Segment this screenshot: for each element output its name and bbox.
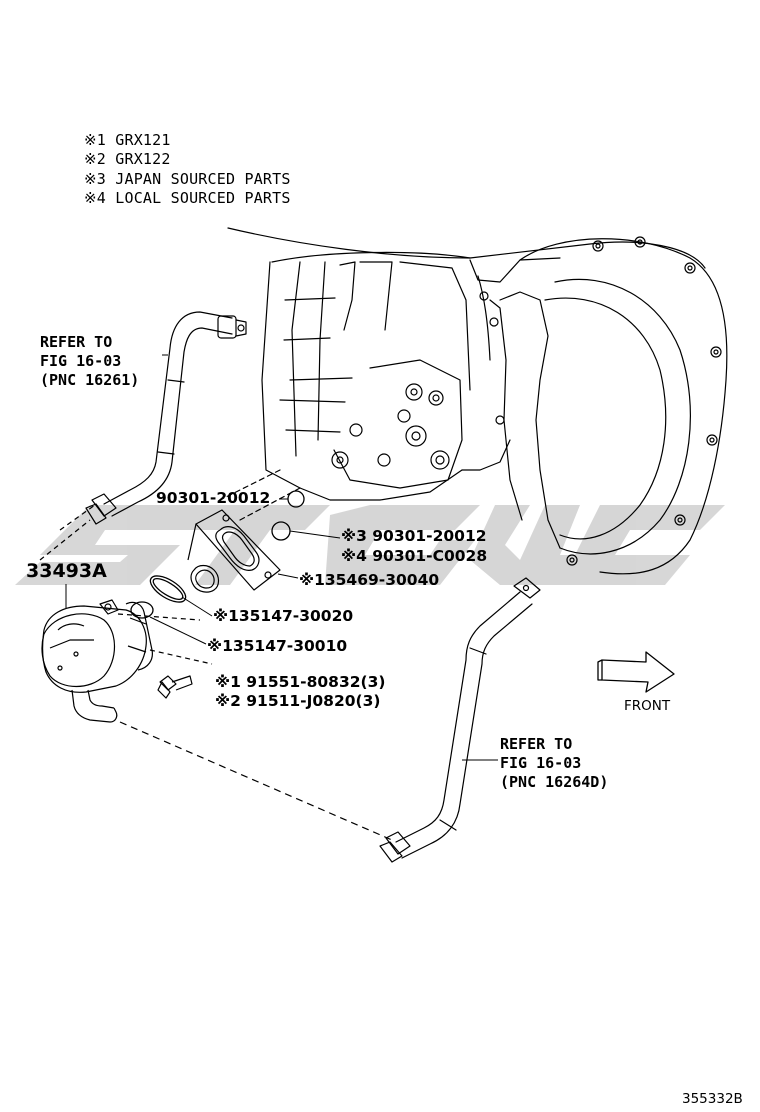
- note-grx122: ※2 GRX122: [84, 150, 171, 168]
- part-oring-japan-label[interactable]: ※3 90301-20012: [341, 527, 487, 545]
- note-local-sourced: ※4 LOCAL SOURCED PARTS: [84, 189, 291, 207]
- note-japan-sourced: ※3 JAPAN SOURCED PARTS: [84, 170, 291, 188]
- part-gasket-a-label[interactable]: ※135147-30020: [213, 607, 354, 625]
- cooler-plate-shape: [187, 509, 281, 593]
- gasket-b-shape: [130, 601, 154, 619]
- part-plate-label[interactable]: ※135469-30040: [299, 571, 440, 589]
- refer-top-line2: FIG 16-03: [40, 352, 122, 370]
- part-33493a-label[interactable]: 33493A: [26, 560, 107, 582]
- gasket-a-shape: [149, 575, 187, 603]
- refer-top-line1: REFER TO: [40, 333, 113, 351]
- refer-bottom-line1: REFER TO: [500, 735, 573, 753]
- part-bolt-grx122-label[interactable]: ※2 91511-J0820(3): [215, 692, 381, 710]
- transmission-housing: [219, 227, 728, 575]
- part-oring-upper-label[interactable]: 90301-20012: [156, 489, 271, 507]
- part-oring-local-label[interactable]: ※4 90301-C0028: [341, 547, 488, 565]
- part-bolt-grx121-label[interactable]: ※1 91551-80832(3): [215, 673, 386, 691]
- lower-cooler-hose: [379, 577, 541, 863]
- refer-bottom-line2: FIG 16-03: [500, 754, 582, 772]
- figure-id: 355332B: [682, 1091, 743, 1107]
- oil-cooler-shape: [39, 504, 393, 841]
- watermark-logo: [15, 505, 725, 585]
- part-gasket-b-label[interactable]: ※135147-30010: [207, 637, 348, 655]
- bolt-shape: [157, 675, 193, 699]
- front-arrow-icon: [597, 651, 675, 693]
- front-label: FRONT: [624, 698, 671, 714]
- upper-cooler-hose: [85, 311, 247, 525]
- refer-bottom-line3: (PNC 16264D): [500, 773, 609, 791]
- oring-upper-shape: [287, 490, 305, 508]
- note-grx121: ※1 GRX121: [84, 131, 171, 149]
- leader-lines: [65, 354, 498, 761]
- refer-top-line3: (PNC 16261): [40, 371, 140, 389]
